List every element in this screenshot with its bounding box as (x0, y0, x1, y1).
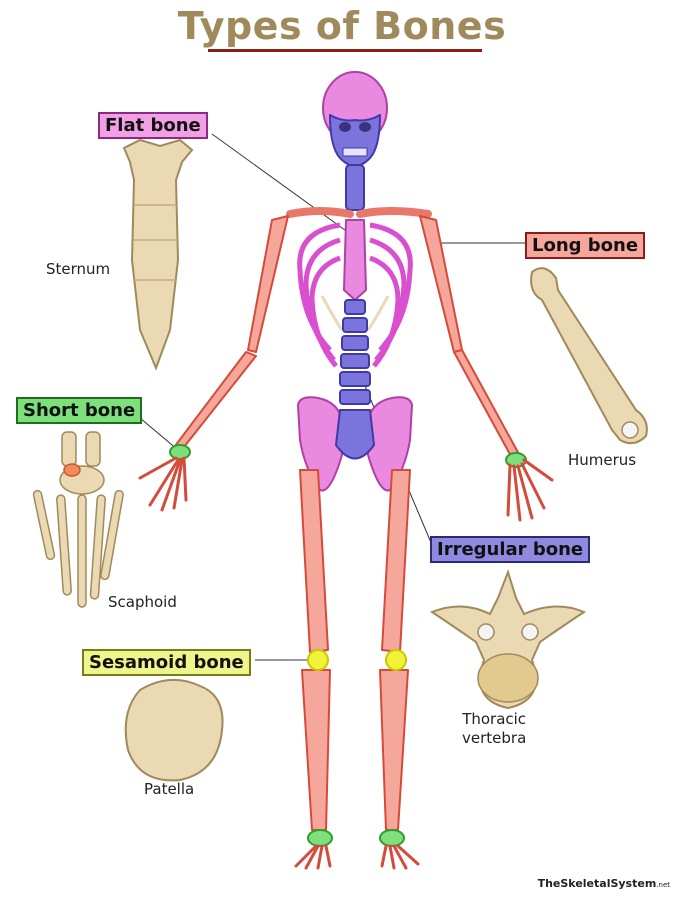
left-humerus (247, 215, 289, 353)
thoracic-caption-line2: vertebra (462, 729, 527, 747)
short-bone-leader (139, 417, 179, 451)
site-credit: TheSkeletalSystem.net (538, 877, 670, 890)
teeth (342, 147, 368, 157)
left-tarsals (307, 829, 333, 847)
vertebra-illustration (429, 568, 587, 710)
humerus-caption: Humerus (568, 451, 637, 469)
right-clavicle (356, 207, 432, 218)
legs (299, 469, 411, 831)
feet (294, 844, 420, 870)
credit-name: TheSkeletalSystem (537, 877, 657, 890)
scaphoid-highlight (63, 463, 81, 477)
thoracic-vertebra-caption: Thoracic vertebra (462, 710, 526, 748)
credit-suffix: .net (656, 881, 670, 889)
patella-illustration (124, 678, 224, 782)
right-femur (381, 469, 411, 653)
humerus-illustration (530, 267, 648, 445)
page-title: Types of Bones (177, 4, 507, 48)
right-forearm (453, 349, 521, 459)
long-bone-label: Long bone (525, 232, 646, 259)
title-underline (208, 49, 482, 52)
humerus-trochlea (621, 421, 639, 439)
left-clavicle (286, 207, 354, 218)
sesamoid-bone-label: Sesamoid bone (82, 649, 251, 676)
facial-bones (329, 114, 381, 167)
left-femur (299, 469, 329, 653)
costal-cartilage (320, 295, 390, 331)
patella-caption: Patella (144, 780, 195, 798)
sternum-ridges (133, 204, 179, 281)
sternum-illustration (122, 138, 194, 371)
sternum-in-skeleton (343, 219, 367, 301)
left-orbit (339, 122, 351, 132)
short-bone-label: Short bone (16, 397, 143, 424)
thoracic-caption-line1: Thoracic (462, 710, 527, 728)
left-tibia (301, 669, 331, 831)
flat-bone-label: Flat bone (98, 112, 208, 139)
right-orbit (359, 122, 371, 132)
left-patella (307, 649, 329, 671)
left-forearm (171, 351, 257, 453)
right-tibia (379, 669, 409, 831)
sacrum (335, 409, 375, 460)
left-carpals (169, 444, 191, 460)
irregular-bone-label: Irregular bone (430, 536, 591, 563)
scaphoid-caption: Scaphoid (108, 593, 177, 611)
flat-bone-leader (211, 133, 357, 239)
hand-illustration (32, 431, 124, 608)
right-humerus (419, 215, 463, 353)
right-tarsals (379, 829, 405, 847)
skeleton (138, 71, 554, 870)
hands (138, 456, 554, 522)
cervical-spine (345, 164, 365, 211)
right-patella (385, 649, 407, 671)
ribs (297, 222, 413, 368)
sternum-caption: Sternum (46, 260, 111, 278)
lumbar-spine (339, 299, 371, 405)
